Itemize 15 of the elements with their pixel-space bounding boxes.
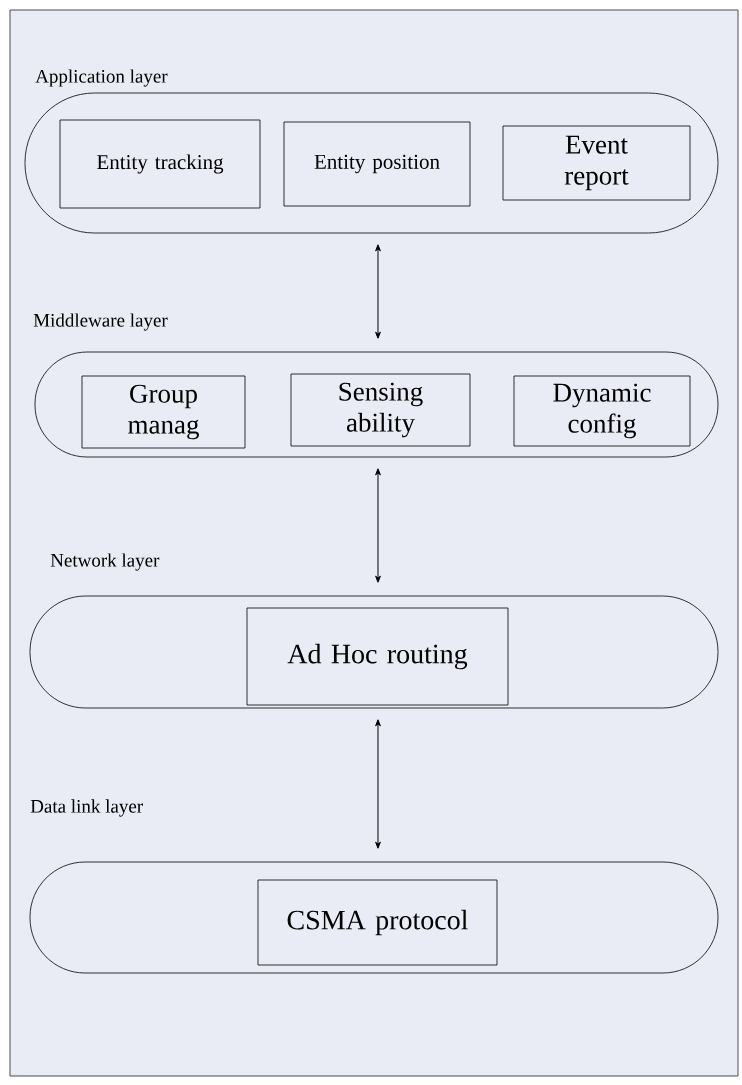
component-box: Ad Hoc routing [246,607,509,706]
node-label: Middleware layer [33,313,168,331]
component-box: Dynamic config [513,375,691,447]
node-label: Application layer [35,69,168,87]
component-box: Group manag [81,375,246,449]
component-box: CSMA protocol [257,879,498,966]
arrow [375,244,381,339]
arrow [375,719,381,849]
node-label: Data link layer [30,799,143,817]
component-box: Entity tracking [59,119,261,209]
component-box: Sensing ability [290,373,471,447]
arrow [375,468,381,583]
component-box: Entity position [283,121,471,207]
node-label: Network layer [50,553,160,571]
component-box: Event report [502,125,691,201]
